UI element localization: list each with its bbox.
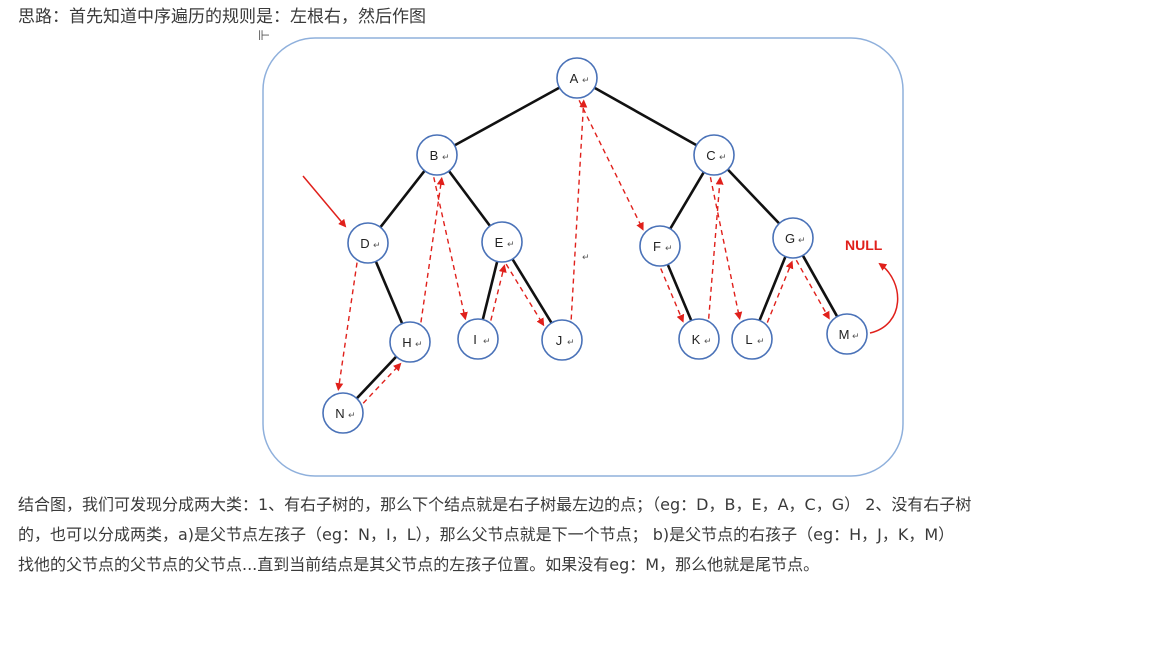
- node-circle-J: [541, 319, 583, 361]
- node-circle-K: [678, 318, 720, 360]
- node-E: E↵: [481, 221, 523, 263]
- edge-E-J: [511, 258, 553, 324]
- node-F: F↵: [639, 225, 681, 267]
- node-return-mark-I: ↵: [483, 337, 491, 347]
- traversal-arrow-C-L: [709, 177, 743, 321]
- node-circle-F: [639, 225, 681, 267]
- node-label-N: N: [335, 406, 344, 421]
- null-curve-arrow: [869, 262, 899, 334]
- node-label-H: H: [402, 335, 411, 350]
- node-L: L↵: [731, 318, 773, 360]
- node-return-mark-J: ↵: [567, 338, 575, 348]
- start-pointer-arrow: [302, 175, 347, 228]
- node-label-I: I: [473, 332, 477, 347]
- node-K: K↵: [678, 318, 720, 360]
- explanation-line-3: 找他的父节点的父节点的父节点...直到当前结点是其父节点的左孩子位置。如果没有e…: [18, 555, 820, 574]
- node-return-mark-F: ↵: [665, 244, 673, 254]
- edge-G-M: [801, 254, 839, 318]
- node-circle-D: [347, 222, 389, 264]
- tree-nodes: A↵B↵C↵D↵E↵F↵G↵H↵I↵J↵K↵L↵M↵N↵: [322, 57, 868, 434]
- node-label-G: G: [785, 231, 795, 246]
- node-G: G↵: [772, 217, 814, 259]
- node-return-mark-C: ↵: [719, 153, 727, 163]
- tree-edges: [355, 86, 839, 400]
- traversal-arrow-I-E: [490, 264, 507, 321]
- node-circle-H: [389, 321, 431, 363]
- edge-H-N: [355, 355, 398, 400]
- node-circle-N: [322, 392, 364, 434]
- node-label-L: L: [745, 332, 752, 347]
- traversal-arrow-B-I: [433, 177, 468, 321]
- traversal-arrow-D-N: [335, 262, 358, 392]
- node-label-K: K: [692, 332, 701, 347]
- node-C: C↵: [693, 134, 735, 176]
- edge-A-B: [453, 86, 561, 147]
- node-return-mark-B: ↵: [442, 153, 450, 163]
- traversal-arrow-E-J: [505, 263, 545, 327]
- explanation-line-1: 结合图，我们可发现分成两大类：1、有右子树的，那么下个结点就是右子树最左边的点；…: [18, 495, 972, 514]
- traversal-arrows: [335, 99, 830, 404]
- node-label-B: B: [430, 148, 439, 163]
- edge-B-D: [379, 169, 426, 229]
- node-return-mark-A: ↵: [582, 76, 590, 86]
- node-label-C: C: [706, 148, 715, 163]
- edge-B-E: [447, 170, 492, 227]
- edge-A-C: [593, 86, 698, 147]
- heading: 思路：首先知道中序遍历的规则是：左根右，然后作图: [18, 7, 426, 27]
- traversal-arrow-J-A: [570, 99, 588, 320]
- explanation-paragraph: 结合图，我们可发现分成两大类：1、有右子树的，那么下个结点就是右子树最左边的点；…: [18, 490, 1153, 580]
- node-label-E: E: [495, 235, 504, 250]
- node-A: A↵: [556, 57, 598, 99]
- edge-C-G: [726, 168, 781, 225]
- node-return-mark-E: ↵: [507, 240, 515, 250]
- null-label: NULL: [845, 237, 883, 253]
- node-circle-C: [693, 134, 735, 176]
- traversal-arrow-F-K: [660, 268, 685, 323]
- text-cursor-mark: ⊩: [258, 28, 271, 44]
- node-label-J: J: [556, 333, 563, 348]
- traversal-arrow-L-G: [766, 260, 794, 323]
- node-B: B↵: [416, 134, 458, 176]
- node-label-F: F: [653, 239, 661, 254]
- traversal-arrow-H-B: [420, 176, 445, 323]
- node-return-mark-H: ↵: [415, 340, 423, 350]
- node-D: D↵: [347, 222, 389, 264]
- traversal-arrow-A-F: [578, 100, 644, 231]
- node-return-mark-G: ↵: [798, 236, 806, 246]
- node-I: I↵: [457, 318, 499, 360]
- explanation-line-2: 的，也可以分成两类，a)是父节点左孩子（eg：N，I，L），那么父节点就是下一个…: [18, 525, 955, 544]
- traversal-arrow-K-C: [707, 176, 724, 319]
- node-label-A: A: [570, 71, 579, 86]
- node-circle-M: [826, 313, 868, 355]
- node-circle-E: [481, 221, 523, 263]
- node-return-mark-K: ↵: [704, 337, 712, 347]
- node-N: N↵: [322, 392, 364, 434]
- node-circle-A: [556, 57, 598, 99]
- node-label-M: M: [839, 327, 850, 342]
- edge-E-I: [481, 261, 499, 320]
- node-return-mark-L: ↵: [757, 337, 765, 347]
- node-return-mark-N: ↵: [348, 411, 356, 421]
- edge-G-L: [758, 256, 787, 321]
- edge-F-K: [666, 263, 693, 322]
- node-label-D: D: [360, 236, 369, 251]
- node-circle-I: [457, 318, 499, 360]
- node-J: J↵: [541, 319, 583, 361]
- edge-D-H: [374, 260, 404, 325]
- edge-C-F: [669, 171, 705, 230]
- return-mark: ↵: [582, 253, 590, 263]
- node-M: M↵: [826, 313, 868, 355]
- node-circle-L: [731, 318, 773, 360]
- node-return-mark-M: ↵: [852, 332, 860, 342]
- node-circle-B: [416, 134, 458, 176]
- node-return-mark-D: ↵: [373, 241, 381, 251]
- node-H: H↵: [389, 321, 431, 363]
- node-circle-G: [772, 217, 814, 259]
- traversal-arrow-G-M: [795, 259, 830, 320]
